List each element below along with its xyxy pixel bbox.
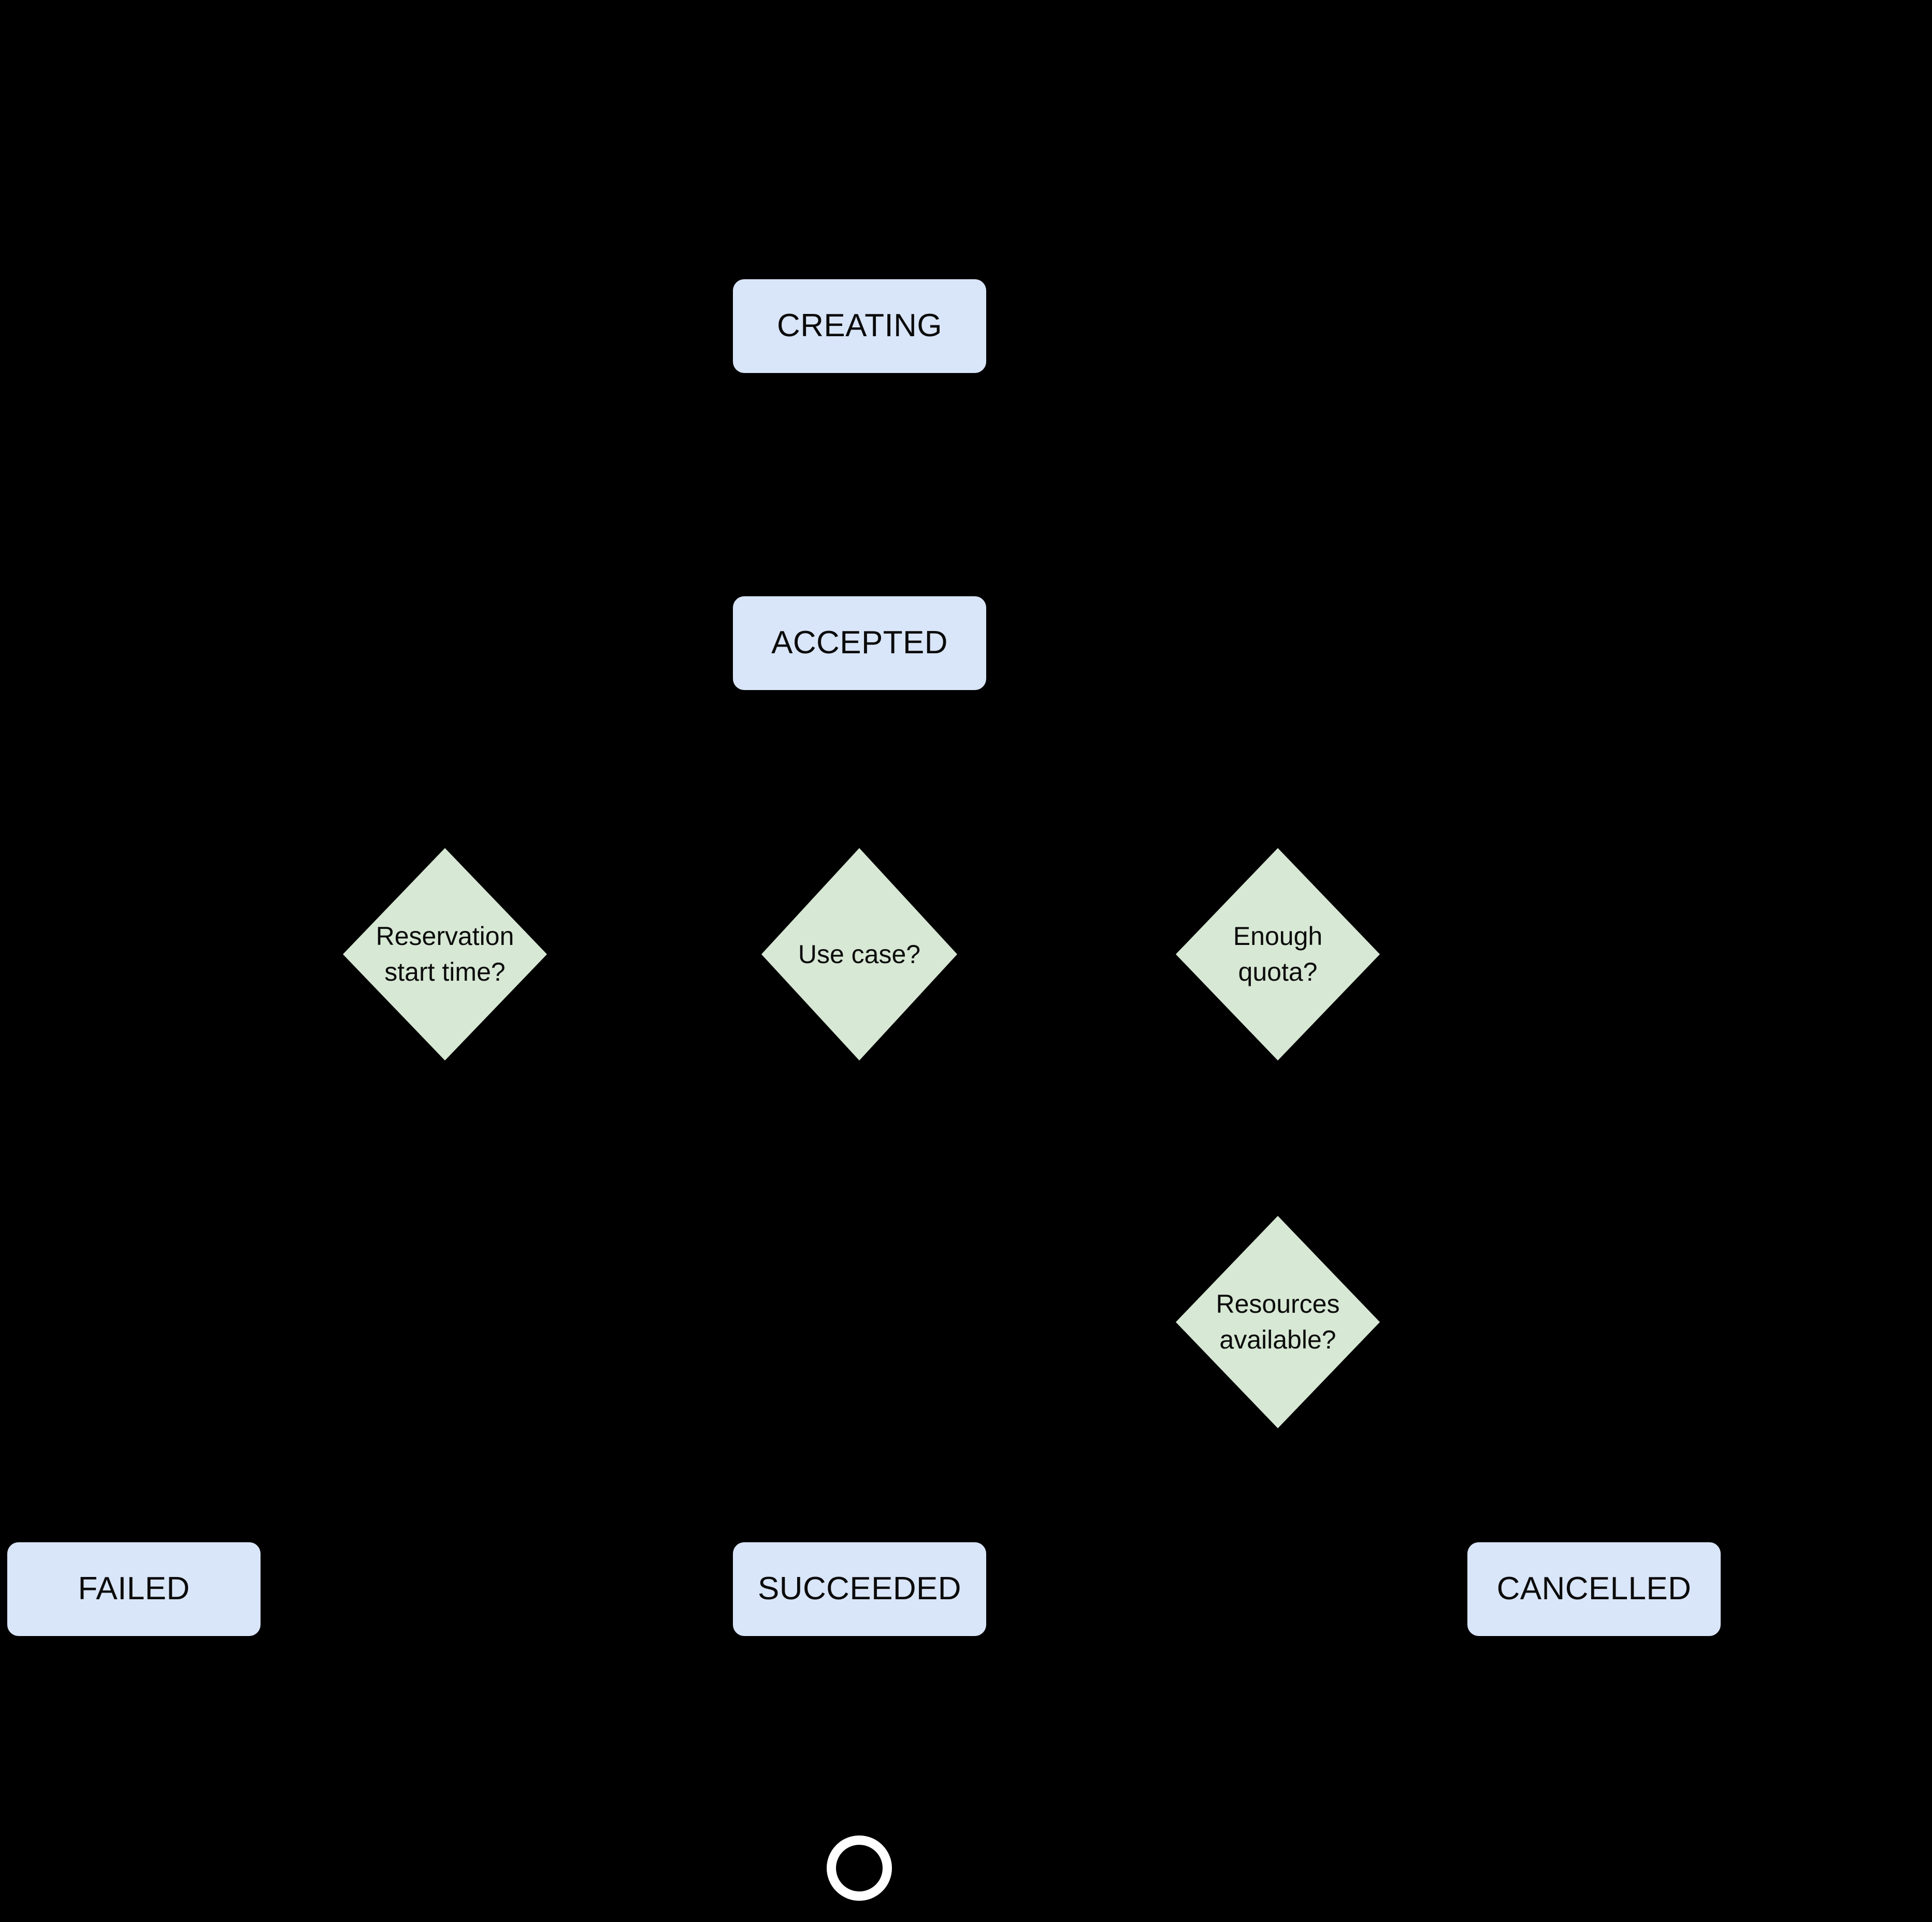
edge-creating-to-accepted xyxy=(851,373,868,607)
edge-use-case-to-succeeded xyxy=(851,1059,868,1542)
edge-accepted-to-reservation-start-time xyxy=(436,690,861,848)
decision-label-resources-available: Resources available? xyxy=(1216,1286,1340,1358)
decision-use-case[interactable]: Use case? xyxy=(761,848,957,1060)
decision-label-use-case: Use case? xyxy=(798,937,920,972)
state-label-failed: FAILED xyxy=(78,1571,190,1607)
decision-label-line1: Resources xyxy=(1216,1289,1340,1318)
edge-accepted-to-enough-quota xyxy=(858,690,1285,848)
decision-label-reservation-start-time: Reservation start time? xyxy=(376,919,514,990)
state-label-creating: CREATING xyxy=(777,308,942,344)
decision-label-line1: Enough xyxy=(1233,922,1323,951)
state-box-failed[interactable]: FAILED xyxy=(7,1542,261,1636)
end-node-circle-icon xyxy=(827,1835,892,1901)
edge-succeeded-to-end xyxy=(851,1637,868,1835)
edge-resources-available-to-cancelled xyxy=(1275,1427,1608,1542)
decision-label-line2: quota? xyxy=(1238,957,1318,986)
state-box-succeeded[interactable]: SUCCEEDED xyxy=(733,1542,986,1636)
state-box-cancelled[interactable]: CANCELLED xyxy=(1467,1542,1721,1636)
decision-reservation-start-time[interactable]: Reservation start time? xyxy=(343,848,547,1060)
state-label-cancelled: CANCELLED xyxy=(1496,1571,1692,1607)
state-box-accepted[interactable]: ACCEPTED xyxy=(733,596,986,690)
edge-accepted-to-use-case xyxy=(851,690,868,848)
decision-enough-quota[interactable]: Enough quota? xyxy=(1176,848,1380,1060)
decision-resources-available[interactable]: Resources available? xyxy=(1176,1216,1380,1428)
decision-label-line1: Reservation xyxy=(376,922,514,951)
decision-label-line1: Use case? xyxy=(798,939,921,969)
decision-label-enough-quota: Enough quota? xyxy=(1233,919,1322,990)
decision-label-line2: available? xyxy=(1219,1325,1336,1354)
state-label-succeeded: SUCCEEDED xyxy=(758,1571,961,1607)
decision-label-line2: start time? xyxy=(384,957,506,986)
edge-reservation-start-time-to-failed xyxy=(125,1059,446,1542)
state-box-creating[interactable]: CREATING xyxy=(733,279,986,373)
state-label-accepted: ACCEPTED xyxy=(771,625,948,661)
edge-enough-quota-to-resources-available xyxy=(1268,1059,1285,1216)
